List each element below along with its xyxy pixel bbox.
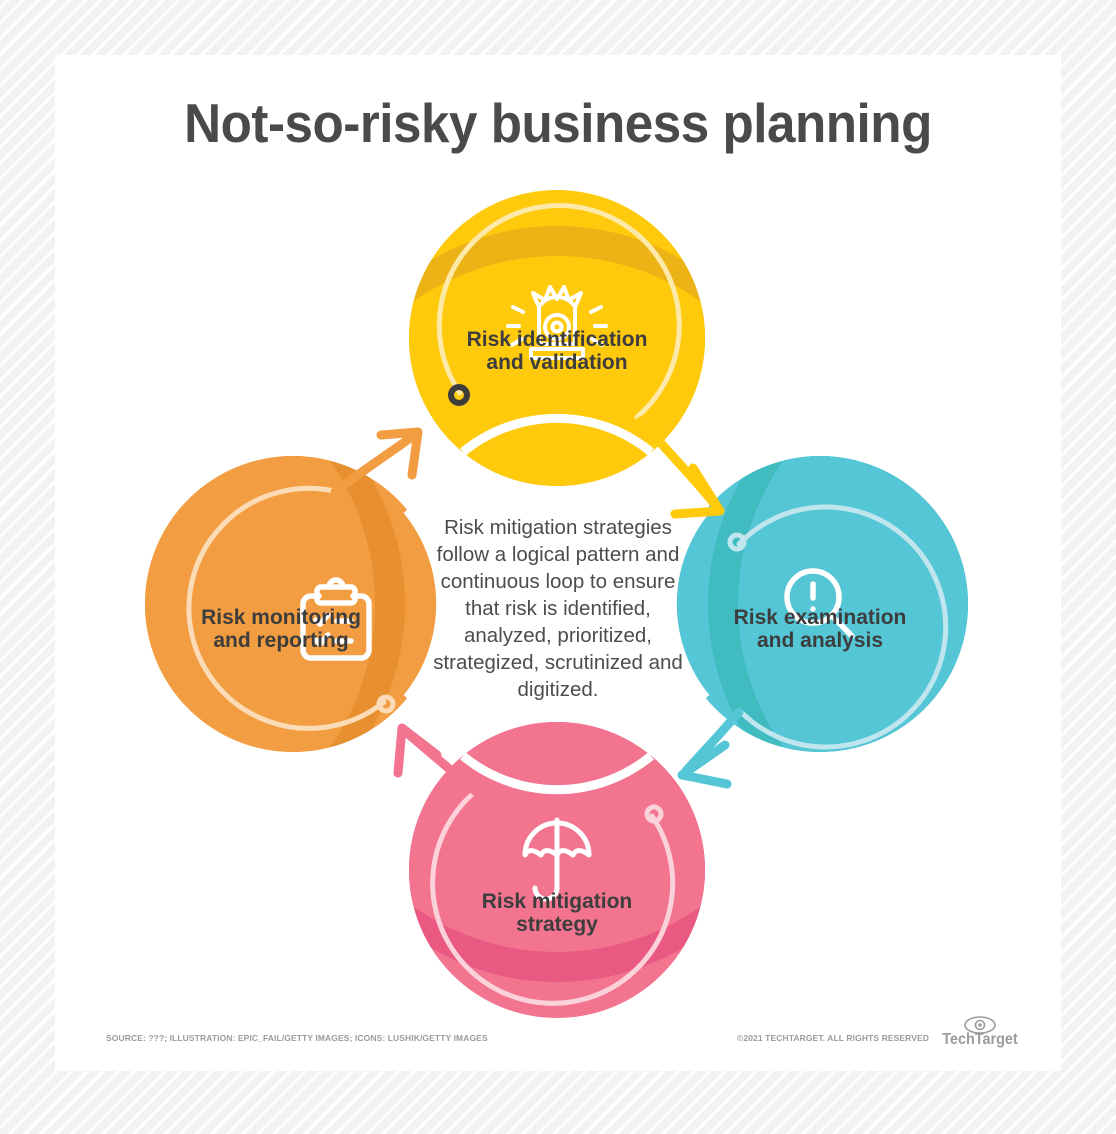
risk-identification-label-line1: Risk identification: [467, 328, 648, 351]
risk-monitoring-gap: [403, 507, 446, 701]
risk-mitigation-gap: [460, 752, 654, 795]
risk-monitoring-label-line1: Risk monitoring: [201, 606, 361, 629]
clipboard-checklist-icon: [300, 577, 372, 661]
risk-monitoring-inner-arc: [186, 485, 387, 731]
footer: SOURCE: ???; ILLUSTRATION: EPIC_FAIL/GET…: [55, 1016, 1061, 1057]
risk-mitigation-arc-dot: [644, 804, 664, 824]
risk-examination-overlap-mask: [738, 456, 968, 752]
arrow-examination-to-mitigation: [677, 707, 744, 789]
cycle-node-risk-identification[interactable]: Risk identification and validation: [307, 190, 807, 756]
risk-mitigation-inner-arc: [430, 788, 676, 1006]
techtarget-logo-text: TechTarget: [942, 1031, 1018, 1048]
cycle-node-risk-examination[interactable]: Risk examination and analysis: [667, 354, 1061, 854]
risk-identification-inner-arc: [436, 203, 682, 420]
risk-monitoring-arc-dot: [376, 694, 396, 714]
risk-examination-arc-dot: [727, 532, 747, 552]
risk-examination-inner-arc: [736, 504, 949, 750]
arrow-monitoring-to-identification: [330, 427, 423, 497]
siren-icon: [506, 285, 608, 360]
cycle-node-risk-mitigation[interactable]: Risk mitigation strategy: [307, 452, 807, 1018]
arrow-mitigation-to-monitoring: [393, 723, 480, 796]
cycle-diagram: Risk monitoring and reporting Ri: [55, 190, 1061, 1018]
risk-mitigation-label-line2: strategy: [516, 913, 598, 936]
risk-identification-overlap-mask: [409, 256, 705, 486]
infographic-card: Not-so-risky business planning: [55, 55, 1061, 1071]
umbrella-icon: [522, 817, 592, 902]
risk-monitoring-overlap-mask: [145, 456, 375, 752]
magnifier-alert-icon: [784, 568, 855, 639]
cycle-node-risk-monitoring[interactable]: Risk monitoring and reporting: [55, 354, 446, 854]
footer-source-text: SOURCE: ???; ILLUSTRATION: EPIC_FAIL/GET…: [106, 1033, 488, 1043]
page-title: Not-so-risky business planning: [184, 92, 932, 154]
risk-identification-label-line2: and validation: [486, 351, 627, 374]
risk-examination-label-line1: Risk examination: [734, 606, 907, 629]
risk-monitoring-label-line2: and reporting: [213, 629, 348, 652]
risk-examination-label-line2: and analysis: [757, 629, 883, 652]
risk-identification-arc-dot: [448, 384, 470, 406]
risk-identification-gap: [460, 413, 654, 456]
footer-copyright-text: ©2021 TECHTARGET. ALL RIGHTS RESERVED: [737, 1033, 929, 1043]
arrow-identification-to-examination: [636, 416, 725, 519]
eye-icon: [964, 1016, 996, 1034]
risk-mitigation-label-line1: Risk mitigation: [482, 890, 633, 913]
techtarget-logo: TechTarget: [933, 1016, 1027, 1052]
risk-mitigation-overlap-mask: [409, 722, 705, 952]
risk-examination-gap: [667, 507, 710, 701]
